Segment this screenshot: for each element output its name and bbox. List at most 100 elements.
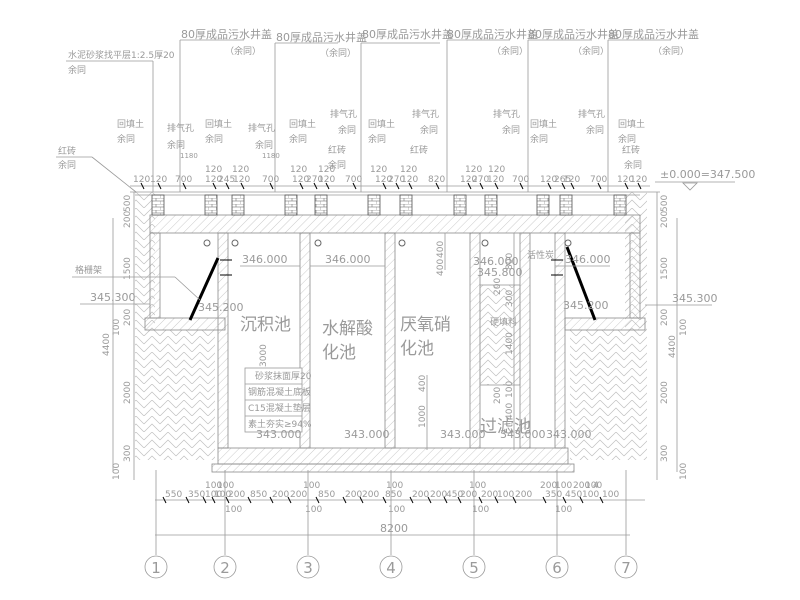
bottom-dim-text: 350 xyxy=(545,490,562,500)
chamber-labels: 沉积池 水解酸 化池 厌氧硝 化池 过滤池 xyxy=(240,315,531,437)
dim-tick xyxy=(519,182,524,190)
svg-text:余同: 余同 xyxy=(338,124,356,136)
svg-text:346.000: 346.000 xyxy=(242,253,288,266)
dim-tick xyxy=(352,182,357,190)
bottom-dim-upper-text: 100 xyxy=(386,481,403,491)
svg-text:余同: 余同 xyxy=(289,133,307,145)
svg-text:（余同）: （余同） xyxy=(492,45,528,57)
svg-text:排气孔: 排气孔 xyxy=(493,108,520,120)
svg-text:红砖: 红砖 xyxy=(328,144,346,156)
bottom-dim-text: 550 xyxy=(165,490,182,500)
svg-text:回填土: 回填土 xyxy=(289,118,316,130)
dim-tick xyxy=(240,182,245,190)
axis-bubble xyxy=(213,555,237,579)
grate-label: 格栅架 xyxy=(75,264,102,276)
top-dim-upper-text: 120 xyxy=(465,165,482,175)
top-dim-upper-text: 120 xyxy=(400,165,417,175)
top-dim-text: 270 xyxy=(472,175,489,185)
svg-text:（余同）: （余同） xyxy=(320,47,356,59)
svg-text:（余同）: （余同） xyxy=(653,45,689,57)
bottom-dim-text: 100 xyxy=(205,490,222,500)
dim-tick xyxy=(443,496,448,504)
chamber-anoxic-2: 化池 xyxy=(400,339,434,359)
bottom-dim-text: 200 xyxy=(430,490,447,500)
dim-tick xyxy=(269,182,274,190)
dim-tick xyxy=(269,496,274,504)
label-cover-6: 80厚成品污水井盖 xyxy=(608,27,699,41)
svg-text:（余同）: （余同） xyxy=(573,45,609,57)
bottom-dim-upper-text: 200 xyxy=(573,481,590,491)
dim-tick xyxy=(247,496,252,504)
svg-text:346.000: 346.000 xyxy=(565,253,611,266)
layer-rc-slab: 钢筋混凝土底板 xyxy=(248,386,311,398)
callouts: 红砖 余同 回填土 余同 排气孔 余同 回填土 余同 排气孔 余同 回填土 余同… xyxy=(58,108,645,171)
top-dim-text: 700 xyxy=(512,175,529,185)
dim-tick xyxy=(427,496,432,504)
dim-tick xyxy=(457,496,462,504)
top-dim-upper-text: 120 xyxy=(205,165,222,175)
annotations: 格栅架 活性炭 硬填料 砂浆抹面厚20 钢筋混凝土底板 C15混凝土垫层 素土夯… xyxy=(72,249,554,433)
svg-text:100: 100 xyxy=(679,319,689,336)
svg-text:排气孔: 排气孔 xyxy=(167,122,194,134)
top-dim-text: 120 xyxy=(150,175,167,185)
axis-bubble xyxy=(614,555,638,579)
dim-tick xyxy=(408,182,413,190)
dim-tick xyxy=(512,496,517,504)
top-dim-upper-text: 120 xyxy=(370,165,387,175)
layer-compacted-soil: 素土夯实≥94% xyxy=(248,418,312,430)
label-cover-3: 80厚成品污水井盖 xyxy=(362,27,453,41)
svg-text:345.300: 345.300 xyxy=(672,292,718,305)
svg-text:500: 500 xyxy=(660,195,670,212)
dim-tick xyxy=(140,182,145,190)
svg-text:回填土: 回填土 xyxy=(368,118,395,130)
bottom-dim-text: 200 xyxy=(412,490,429,500)
dim-tick xyxy=(494,496,499,504)
top-dim-text: 265 xyxy=(554,175,571,185)
svg-text:346.000: 346.000 xyxy=(325,253,371,266)
dim-tick xyxy=(599,496,604,504)
dim-tick xyxy=(547,182,552,190)
axis-label: 2 xyxy=(220,559,230,577)
bottom-dim-text: 850 xyxy=(385,490,402,500)
bottom-dim-lower-text: 100 xyxy=(225,505,242,515)
svg-text:余同: 余同 xyxy=(117,133,135,145)
svg-text:排气孔: 排气孔 xyxy=(578,108,605,120)
svg-text:500: 500 xyxy=(123,195,133,212)
svg-text:345.200: 345.200 xyxy=(198,301,244,314)
svg-text:345.800: 345.800 xyxy=(477,266,523,279)
svg-text:200: 200 xyxy=(660,211,670,228)
top-dim-upper-text: 120 xyxy=(318,165,335,175)
svg-text:1500: 1500 xyxy=(660,257,670,280)
label-cover-2: 80厚成品污水井盖 xyxy=(276,30,367,44)
chamber-hydrolysis-1: 水解酸 xyxy=(322,319,373,339)
svg-text:余同: 余同 xyxy=(624,159,642,171)
bottom-dim-text: 200 xyxy=(272,490,289,500)
svg-text:343.000: 343.000 xyxy=(500,428,546,441)
dim-tick xyxy=(202,496,207,504)
dim-tick xyxy=(299,182,304,190)
bottom-dim-text: 100 xyxy=(602,490,619,500)
activated-carbon-label: 活性炭 xyxy=(527,249,554,261)
filler-label: 硬填料 xyxy=(490,316,517,328)
chamber-anoxic-1: 厌氧硝 xyxy=(400,315,451,335)
svg-text:余同: 余同 xyxy=(167,139,185,151)
top-dim-text: 245 xyxy=(218,175,235,185)
top-dim-text: 700 xyxy=(175,175,192,185)
bottom-dim-text: 850 xyxy=(250,490,267,500)
svg-text:红砖: 红砖 xyxy=(58,145,76,157)
svg-text:100: 100 xyxy=(679,463,689,480)
vertical-dimension-lines xyxy=(112,192,678,480)
bottom-dim-text: 450 xyxy=(565,490,582,500)
svg-text:1500: 1500 xyxy=(123,257,133,280)
bottom-dim-text: 200 xyxy=(290,490,307,500)
top-dim-text: 120 xyxy=(318,175,335,185)
axis-label: 7 xyxy=(621,559,631,577)
svg-text:345.200: 345.200 xyxy=(563,299,609,312)
bottom-dim-text: 200 xyxy=(345,490,362,500)
label-cover-5: 80厚成品污水井盖 xyxy=(528,27,619,41)
top-dim-text: 120 xyxy=(401,175,418,185)
bottom-dim-text: 200 xyxy=(515,490,532,500)
dim-tick xyxy=(579,496,584,504)
dim-tick xyxy=(570,182,575,190)
